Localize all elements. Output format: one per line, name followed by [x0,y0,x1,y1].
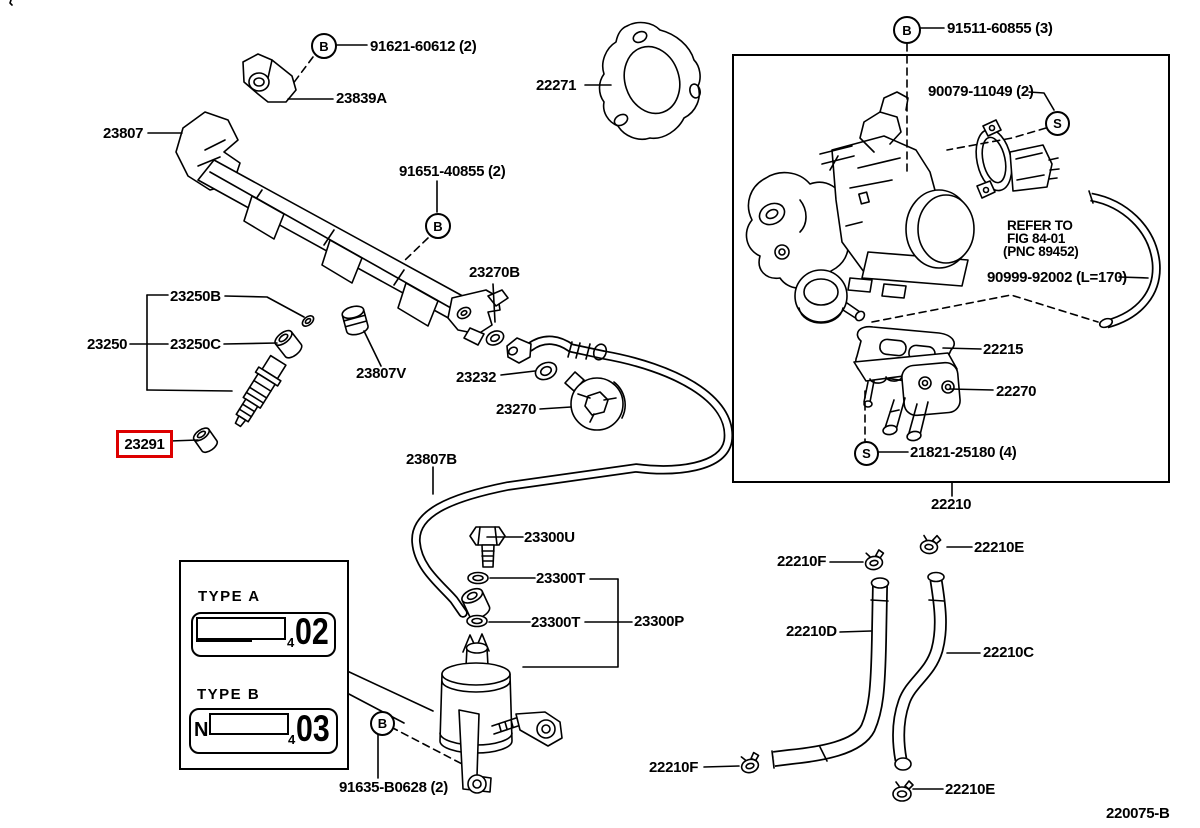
part-label-23807v[interactable]: 23807V [356,365,406,382]
part-label-23300u[interactable]: 23300U [524,529,575,546]
type-b-number: 03 [296,708,330,749]
part-label-23250c[interactable]: 23250C [170,336,221,353]
injector-drawing [234,354,287,428]
highlighted-part-23291[interactable]: 23291 [116,430,173,458]
callout-b-filter[interactable]: B [370,711,395,736]
part-label-23232[interactable]: 23232 [456,369,497,386]
type-a-field-underline [196,640,252,642]
dashed-leader-lines [291,43,1099,766]
type-a-heading: TYPE A [198,588,261,605]
part-label-22210e-lower[interactable]: 22210E [945,781,995,798]
throttle-body-drawing [745,91,975,324]
part-label-23270b[interactable]: 23270B [469,264,520,281]
type-b-prefix: 4 [288,732,296,747]
part-label-22215[interactable]: 22215 [983,341,1024,358]
air-hose-90999-drawing [1088,190,1161,329]
type-b-heading: TYPE B [197,686,261,703]
part-label-91635-b0628[interactable]: 91635-B0628 (2) [339,779,448,796]
clamp-drawings [740,534,942,802]
type-b-letter: N [194,719,209,741]
figure-code: 220075-B [1106,805,1170,822]
part-label-22210d[interactable]: 22210D [786,623,837,640]
refer-note-line2: FIG 84-01 [1007,231,1066,246]
throttle-body-box [732,54,1170,483]
part-label-91651-40855[interactable]: 91651-40855 (2) [399,163,506,180]
hose-22210c-drawing [892,571,947,771]
pulsation-damper-drawing [564,371,626,431]
part-label-91621-60612[interactable]: 91621-60612 (2) [370,38,477,55]
part-label-23250[interactable]: 23250 [87,336,128,353]
fuel-hose-drawing [411,335,734,620]
stray-mark [9,0,13,6]
type-a-number: 02 [295,611,329,652]
tps-sensor-drawing [975,119,1060,199]
type-a-prefix: 4 [287,635,295,650]
part-label-23300t-upper[interactable]: 23300T [536,570,586,587]
part-label-22210f-upper[interactable]: 22210F [777,553,827,570]
part-label-22271[interactable]: 22271 [536,77,577,94]
callout-s-sensor[interactable]: S [1045,111,1070,136]
fuel-filter-drawing [439,633,563,794]
hose-22210d-drawing [771,577,890,769]
union-bolt-drawing [466,526,506,628]
part-label-23807b[interactable]: 23807B [406,451,457,468]
type-b-field [209,713,289,735]
type-b-plate: N 4 03 [189,708,338,754]
part-label-22210c[interactable]: 22210C [983,644,1034,661]
type-a-plate: 4 02 [191,612,336,657]
callout-b-throttle[interactable]: B [893,16,921,44]
part-label-22210e-upper[interactable]: 22210E [974,539,1024,556]
callout-b-rail[interactable]: B [425,213,451,239]
part-label-21821-25180[interactable]: 21821-25180 (4) [910,444,1017,461]
refer-note-line1: REFER TO [1007,218,1073,233]
leader-lines [129,27,1149,790]
refer-note-line3: (PNC 89452) [1003,244,1079,259]
part-label-22210[interactable]: 22210 [931,496,972,513]
part-label-22270[interactable]: 22270 [996,383,1037,400]
part-label-23839a[interactable]: 23839A [336,90,387,107]
part-label-23300t-lower[interactable]: 23300T [531,614,581,631]
part-label-90079-11049[interactable]: 90079-11049 (2) [928,83,1034,100]
isc-valve-drawing [853,352,961,442]
part-label-23250b[interactable]: 23250B [170,288,221,305]
type-label-box: TYPE A 4 02 TYPE B N 4 03 [179,560,349,770]
part-label-22210f-lower[interactable]: 22210F [649,759,699,776]
part-label-91511-60855[interactable]: 91511-60855 (3) [947,20,1053,37]
fuel-rail-drawing [175,111,509,346]
protector-23839a-drawing [242,53,297,103]
type-a-field [196,617,286,640]
callout-s-isc[interactable]: S [854,441,879,466]
part-label-23807[interactable]: 23807 [103,125,144,142]
part-label-90999-92002[interactable]: 90999-92002 (L=170) [987,269,1127,286]
small-parts-drawings [192,305,558,454]
callout-b-top-left[interactable]: B [311,33,337,59]
part-label-23300p[interactable]: 23300P [634,613,684,630]
part-label-23270[interactable]: 23270 [496,401,537,418]
gasket-22271-drawing [598,21,701,141]
